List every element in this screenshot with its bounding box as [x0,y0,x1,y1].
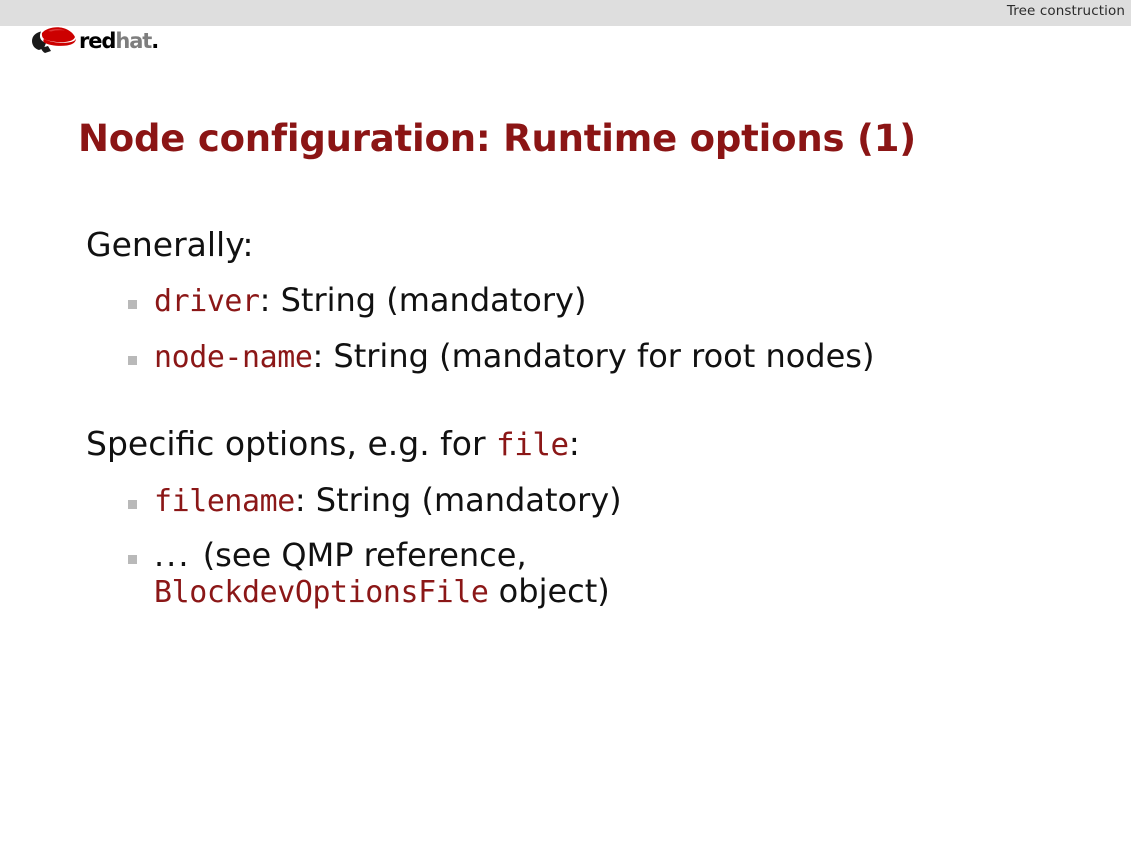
wordmark-hat: hat [115,28,152,53]
list-item: driver: String (mandatory) [128,281,1131,319]
text-run: : String (mandatory for root nodes) [312,336,875,375]
list-item-line: BlockdevOptionsFile object) [154,572,1131,611]
text-run: object) [488,572,610,611]
wordmark-dot: . [151,28,159,53]
code-keyword: driver [154,284,260,319]
code-keyword: node-name [154,339,313,375]
text-run: : [568,423,580,463]
square-bullet-icon [128,300,137,309]
bullet-list: filename: String (mandatory)... (see QMP… [0,480,1131,611]
content-block: Generally: driver: String (mandatory) node… [0,228,1131,375]
list-item: ... (see QMP reference,BlockdevOptionsFi… [128,536,1131,611]
list-item-text: filename: String (mandatory) [154,480,1131,519]
list-item: filename: String (mandatory) [128,480,1131,519]
block-lead-text: Generally: [86,228,1131,261]
bullet-list: driver: String (mandatory)node-name: Str… [0,281,1131,375]
text-run: Specific options, e.g. for [86,423,497,463]
block-spacer [0,375,1131,427]
code-keyword: filename [154,483,295,519]
page-title: Node configuration: Runtime options (1) [78,116,916,160]
red-hat-logo: redhat. [31,24,191,58]
sections-container: Generally:driver: String (mandatory)node… [0,228,1131,610]
text-run: (see QMP reference, [202,536,527,575]
list-item-line: ... (see QMP reference, [154,536,1131,575]
square-bullet-icon [128,555,137,565]
lead-spacer [0,261,1131,283]
list-item-line: filename: String (mandatory) [154,480,1131,519]
list-item-text: driver: String (mandatory) [154,281,1131,319]
header-band: Tree construction [0,0,1131,26]
code-keyword: BlockdevOptionsFile [154,575,489,611]
list-item: node-name: String (mandatory for root no… [128,336,1131,375]
code-keyword: file [496,426,569,463]
red-hat-shadowman-icon [32,27,76,53]
section-title: Tree construction [1006,3,1125,19]
wordmark-red: red [79,28,116,53]
text-run: : String (mandatory) [294,480,622,519]
square-bullet-icon [128,499,137,509]
slide-content: Generally:driver: String (mandatory)node… [0,228,1131,610]
content-block: Specific options, e.g. for file: filename… [0,427,1131,610]
text-run: Generally: [86,225,254,264]
list-item-text: node-name: String (mandatory for root no… [154,336,1131,375]
text-run: : String (mandatory) [259,281,587,319]
ellipsis-text: ... [154,536,203,575]
list-item-line: driver: String (mandatory) [154,281,1131,319]
list-item-line: node-name: String (mandatory for root no… [154,336,1131,375]
lead-spacer [0,461,1131,483]
square-bullet-icon [128,355,137,365]
red-hat-wordmark: redhat. [79,28,159,53]
block-lead-text: Specific options, e.g. for file: [86,427,1131,461]
list-item-text: ... (see QMP reference,BlockdevOptionsFi… [154,536,1131,611]
